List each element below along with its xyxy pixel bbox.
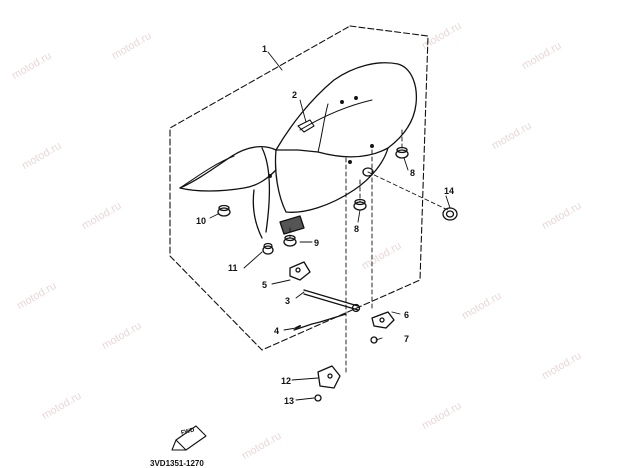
seat-hole — [362, 167, 374, 177]
callout-8b: 8 — [354, 224, 360, 234]
assembly-boundary — [169, 25, 429, 351]
cable-part — [293, 313, 347, 331]
callout-8a: 8 — [410, 168, 416, 178]
damper-parts — [217, 146, 409, 255]
bracket-part — [289, 261, 311, 281]
rod-part — [303, 289, 361, 313]
callout-5: 5 — [262, 280, 268, 290]
lower-nut-part — [314, 394, 322, 402]
callout-6: 6 — [404, 310, 410, 320]
callout-4: 4 — [274, 326, 280, 336]
callout-12: 12 — [281, 376, 292, 386]
callout-1: 1 — [262, 44, 268, 54]
leader-lines — [209, 51, 451, 401]
callout-14: 14 — [444, 186, 455, 196]
lock-plate-part — [371, 311, 395, 329]
callout-10: 10 — [196, 216, 207, 226]
grommet-part — [442, 207, 458, 221]
guide-lines — [289, 129, 449, 373]
callout-3: 3 — [285, 296, 291, 306]
callout-7: 7 — [404, 334, 410, 344]
callout-9: 9 — [314, 238, 320, 248]
callout-13: 13 — [284, 396, 295, 406]
lower-bracket-part — [317, 365, 341, 389]
fwd-arrow — [171, 425, 207, 451]
callout-2: 2 — [292, 90, 298, 100]
diagram-code: 3VD1351-1270 — [150, 459, 204, 468]
callout-11: 11 — [228, 263, 238, 273]
seat-body — [179, 62, 418, 239]
